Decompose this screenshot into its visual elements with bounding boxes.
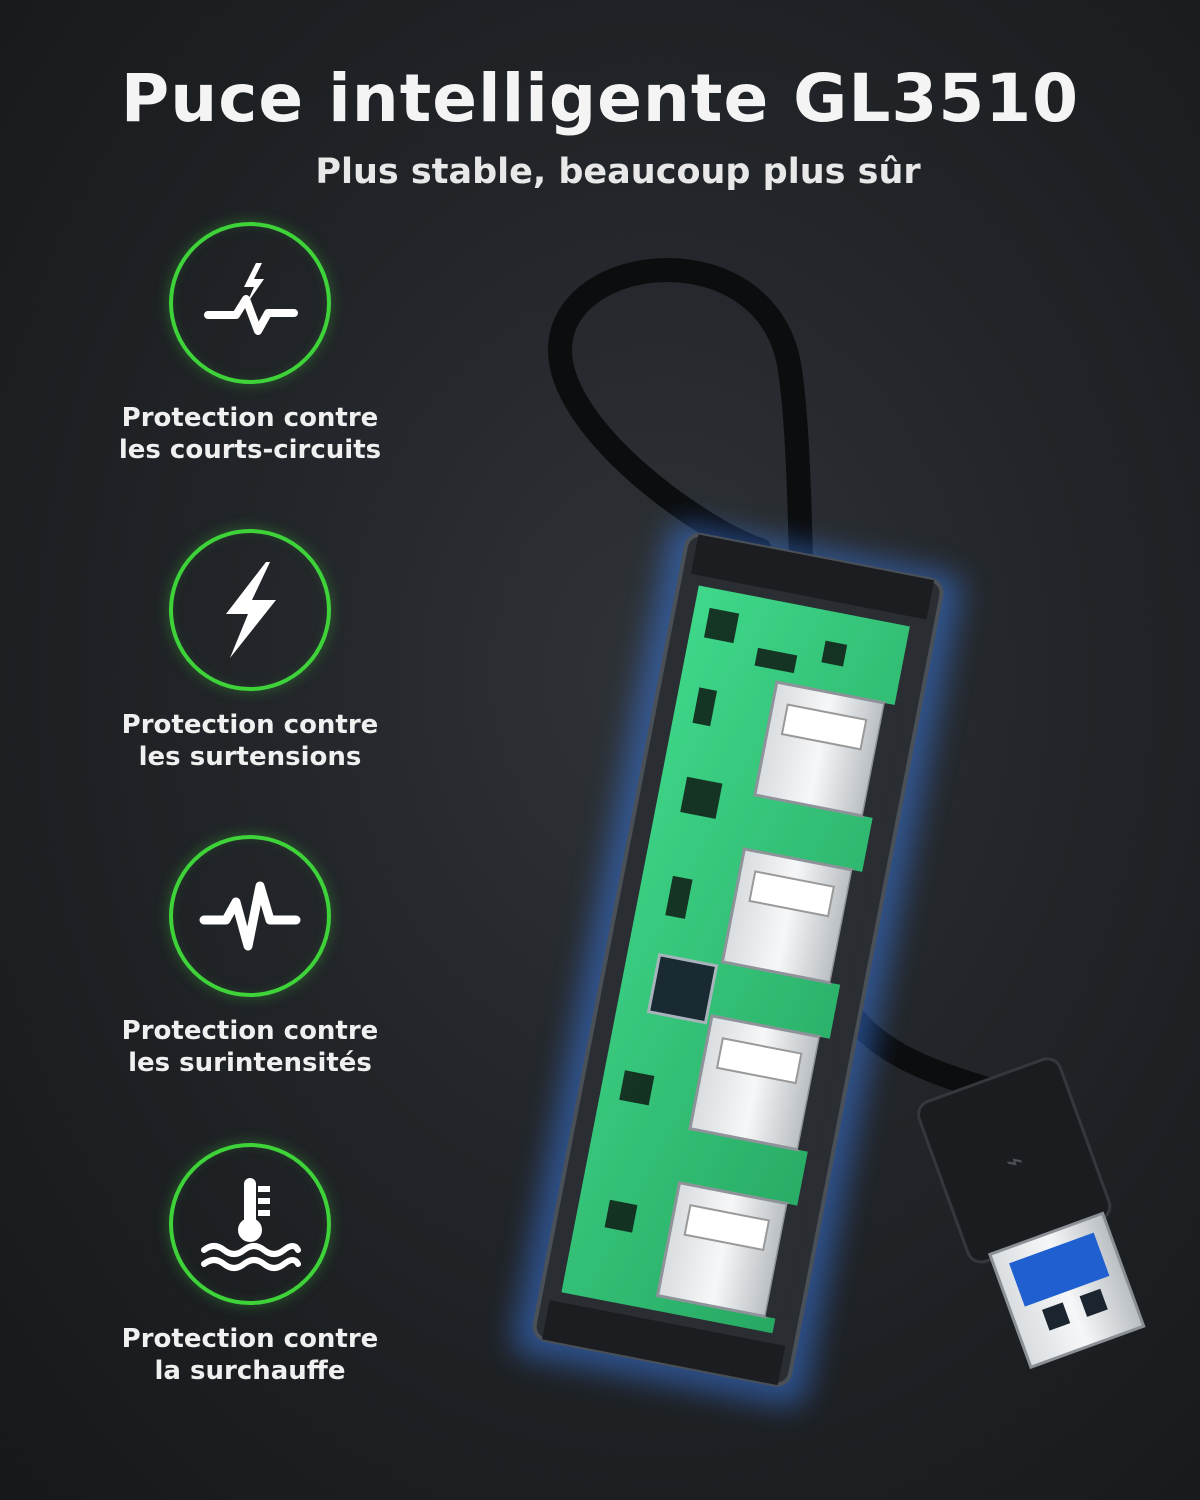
feature-icon-ring xyxy=(169,529,331,691)
short-circuit-icon xyxy=(204,263,298,335)
feature-icon-ring xyxy=(169,1143,331,1305)
feature-label-line2: la surchauffe xyxy=(154,1356,346,1386)
usb-a-plug: ⌁ xyxy=(917,1057,1146,1370)
page-title: Puce intelligente GL3510 xyxy=(120,60,1080,137)
feature-overcurrent: Protection contre les surintensités xyxy=(100,835,400,1079)
feature-label-line2: les surtensions xyxy=(138,742,362,772)
usb-port xyxy=(688,1014,840,1154)
gl3510-chip xyxy=(646,952,719,1025)
hub-body xyxy=(532,532,944,1387)
feature-surge: Protection contre les surtensions xyxy=(100,529,400,773)
feature-short-circuit: Protection contre les courts-circuits xyxy=(100,222,400,466)
feature-overheat: Protection contre la surchauffe xyxy=(100,1143,400,1387)
usb-port xyxy=(655,1180,808,1321)
feature-icon-ring xyxy=(169,835,331,997)
feature-icon-ring xyxy=(169,222,331,384)
feature-label-line2: les surintensités xyxy=(128,1048,372,1078)
pulse-wave-icon xyxy=(199,881,301,951)
feature-label-line1: Protection contre xyxy=(121,1016,379,1046)
feature-label: Protection contre les surintensités xyxy=(100,1015,400,1079)
feature-label-line1: Protection contre xyxy=(121,403,379,433)
usb-port xyxy=(720,847,872,987)
lightning-bolt-icon xyxy=(226,562,276,658)
feature-label-line2: les courts-circuits xyxy=(118,435,382,465)
feature-label-line1: Protection contre xyxy=(121,1324,379,1354)
usb-port xyxy=(753,680,905,820)
thermometer-water-icon xyxy=(201,1178,301,1271)
feature-label-line1: Protection contre xyxy=(121,710,379,740)
usb-hub-illustration: ⌁ xyxy=(512,258,1146,1408)
feature-label: Protection contre les surtensions xyxy=(100,709,400,773)
feature-label: Protection contre les courts-circuits xyxy=(100,402,400,466)
feature-label: Protection contre la surchauffe xyxy=(100,1323,400,1387)
page-subtitle: Plus stable, beaucoup plus sûr xyxy=(315,152,921,192)
